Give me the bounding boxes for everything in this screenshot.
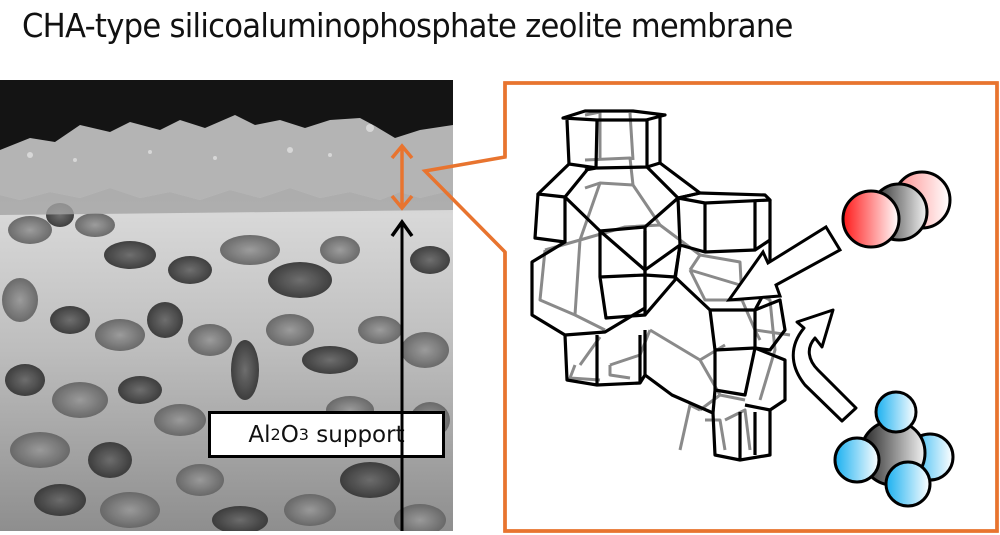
ch4-molecule-icon bbox=[833, 390, 955, 508]
co2-permeation-arrow-icon bbox=[725, 224, 843, 302]
sem-cross-section-image bbox=[0, 80, 453, 531]
callout-frame bbox=[421, 81, 999, 533]
label-text-support: support bbox=[308, 421, 405, 448]
cha-zeolite-framework bbox=[530, 109, 791, 462]
label-text-o: O bbox=[280, 421, 299, 448]
co2-molecule-icon bbox=[841, 170, 952, 249]
ch4-rejection-arrow-icon bbox=[791, 308, 858, 423]
label-text-al: Al bbox=[248, 421, 271, 448]
page-title: CHA-type silicoaluminophosphate zeolite … bbox=[22, 6, 793, 45]
